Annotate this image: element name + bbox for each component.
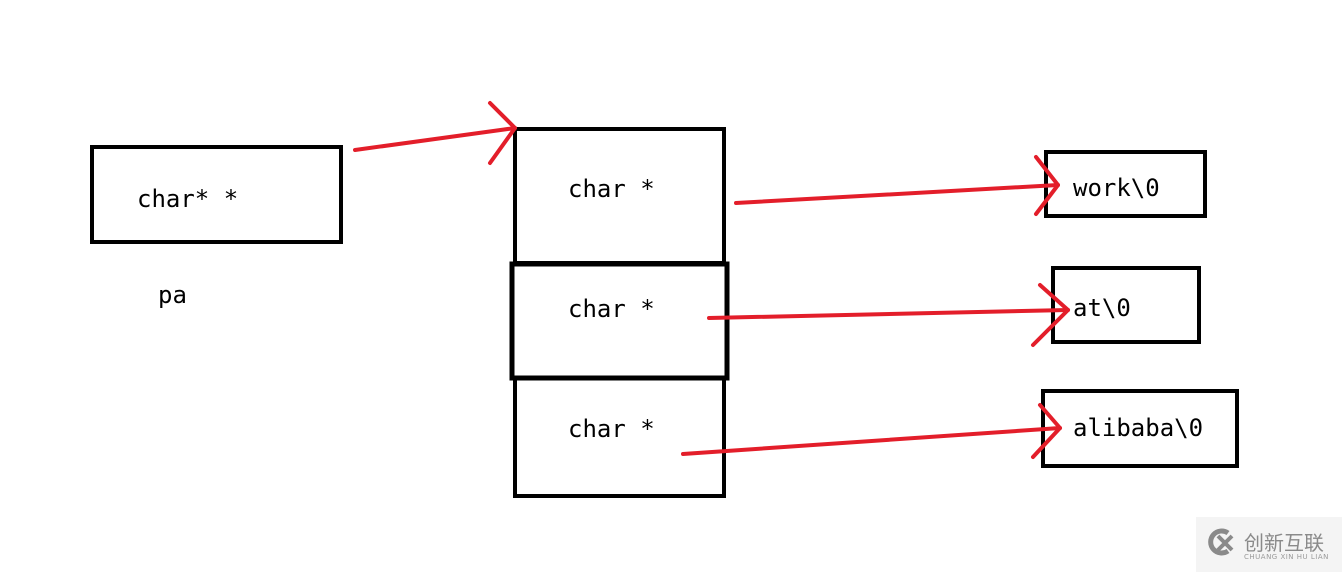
string-label: alibaba\0 bbox=[1073, 414, 1203, 442]
string-box-at bbox=[1051, 266, 1201, 344]
pointer-box-label: char* * bbox=[137, 185, 238, 213]
arrow-cell2-to-alibaba bbox=[681, 403, 1062, 459]
watermark-cn: 创新互联 bbox=[1244, 531, 1324, 555]
string-label: at\0 bbox=[1073, 294, 1131, 322]
arrow-pa-to-array bbox=[353, 101, 517, 165]
watermark-logo-icon bbox=[1208, 528, 1234, 556]
array-cell-label: char * bbox=[568, 175, 655, 203]
pointer-box bbox=[90, 145, 343, 244]
pointer-name: pa bbox=[158, 281, 187, 309]
array-cell-label: char * bbox=[568, 295, 655, 323]
watermark: 创新互联 CHUANG XIN HU LIAN bbox=[1196, 517, 1342, 572]
array-cell-1 bbox=[509, 261, 730, 381]
array-cell-label: char * bbox=[568, 415, 655, 443]
string-label: work\0 bbox=[1073, 174, 1160, 202]
arrow-cell1-to-at bbox=[707, 283, 1070, 347]
watermark-en: CHUANG XIN HU LIAN bbox=[1244, 553, 1329, 561]
arrow-cell0-to-work bbox=[734, 155, 1060, 216]
